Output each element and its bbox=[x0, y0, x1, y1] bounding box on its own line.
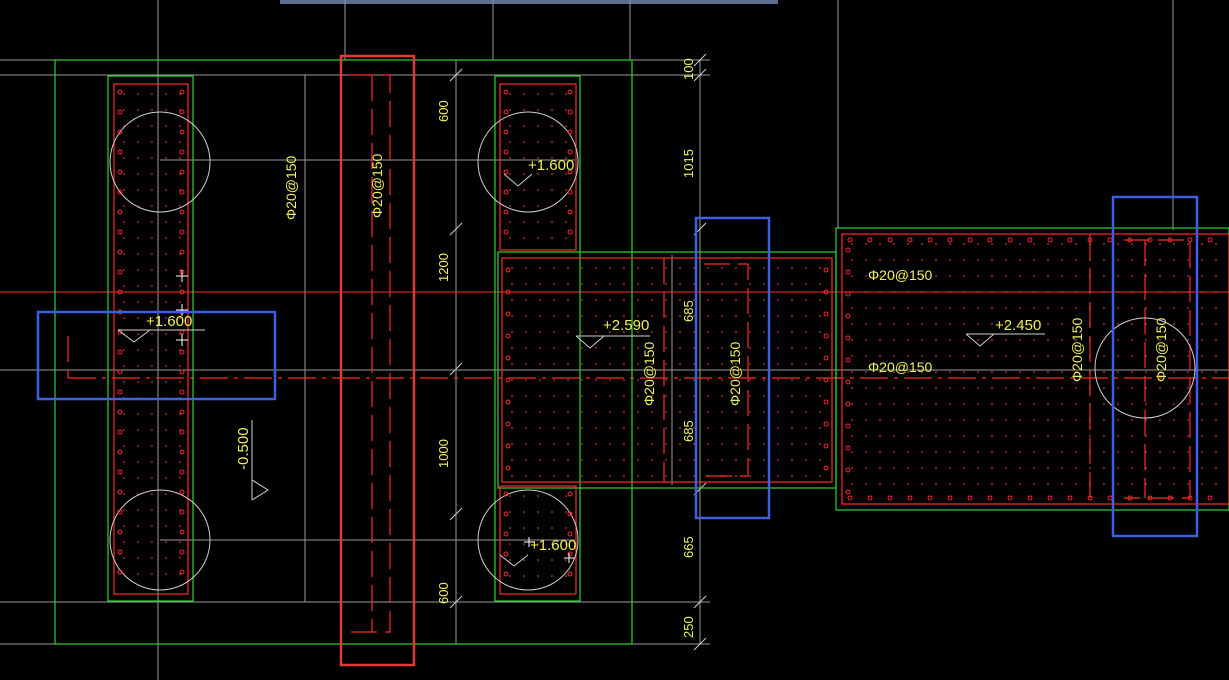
highlight-boxes bbox=[36, 54, 1199, 667]
highlight-blue-box bbox=[1111, 195, 1199, 538]
dimension-text: 600 bbox=[436, 582, 451, 604]
crosshair-markers bbox=[176, 270, 574, 563]
dimension-lines bbox=[0, 0, 1174, 680]
dimension-text: 685 bbox=[681, 300, 696, 322]
dashed-rebar-lines bbox=[67, 74, 1191, 633]
dimension-text: 1200 bbox=[436, 253, 451, 282]
rebar-label: Φ20@150 bbox=[641, 341, 657, 406]
elevation-label: +1.600 bbox=[146, 313, 192, 330]
pile-circles bbox=[109, 111, 1196, 591]
elevation-label: +2.450 bbox=[995, 317, 1041, 334]
highlight-blue-box bbox=[36, 310, 277, 401]
center-lines bbox=[0, 291, 1229, 379]
rebar-label: Φ20@150 bbox=[1153, 317, 1169, 382]
top-bar bbox=[280, 0, 778, 4]
rebar-label: Φ20@150 bbox=[369, 153, 385, 218]
dimension-text: 1015 bbox=[681, 149, 696, 178]
rebar-outlines bbox=[113, 83, 1229, 595]
highlight-red-box bbox=[339, 54, 416, 667]
rebar-label: Φ20@150 bbox=[868, 359, 933, 375]
elevation-label-group: +1.600 +1.600 +1.600 +2.590 +2.450 -0.50… bbox=[146, 157, 1041, 554]
concrete-outlines bbox=[54, 59, 1229, 645]
rebar-dots bbox=[123, 93, 1217, 577]
dimension-text: 1000 bbox=[436, 439, 451, 468]
highlight-blue-box bbox=[694, 216, 771, 520]
elevation-label: +2.590 bbox=[603, 317, 649, 334]
dimension-text-group: 600 1200 1000 600 100 1015 665 250 685 6… bbox=[436, 58, 696, 638]
dimension-ticks bbox=[449, 53, 707, 651]
dimension-text: 665 bbox=[681, 536, 696, 558]
rebar-label: Φ20@150 bbox=[727, 341, 743, 406]
rebar-rings bbox=[117, 89, 1213, 577]
rebar-label: Φ20@150 bbox=[1069, 317, 1085, 382]
rebar-label-group: Φ20@150 Φ20@150 Φ20@150 Φ20@150 Φ20@150 … bbox=[283, 153, 1169, 406]
elevation-label: +1.600 bbox=[530, 537, 576, 554]
rebar-label: Φ20@150 bbox=[283, 155, 299, 220]
dimension-text: 685 bbox=[681, 420, 696, 442]
dimension-text: 250 bbox=[681, 616, 696, 638]
elevation-label: -0.500 bbox=[235, 427, 252, 470]
rebar-label: Φ20@150 bbox=[868, 267, 933, 283]
elevation-label: +1.600 bbox=[528, 157, 574, 174]
elevation-markers bbox=[117, 173, 1045, 567]
dimension-text: 600 bbox=[436, 100, 451, 122]
dimension-text: 100 bbox=[681, 58, 696, 80]
